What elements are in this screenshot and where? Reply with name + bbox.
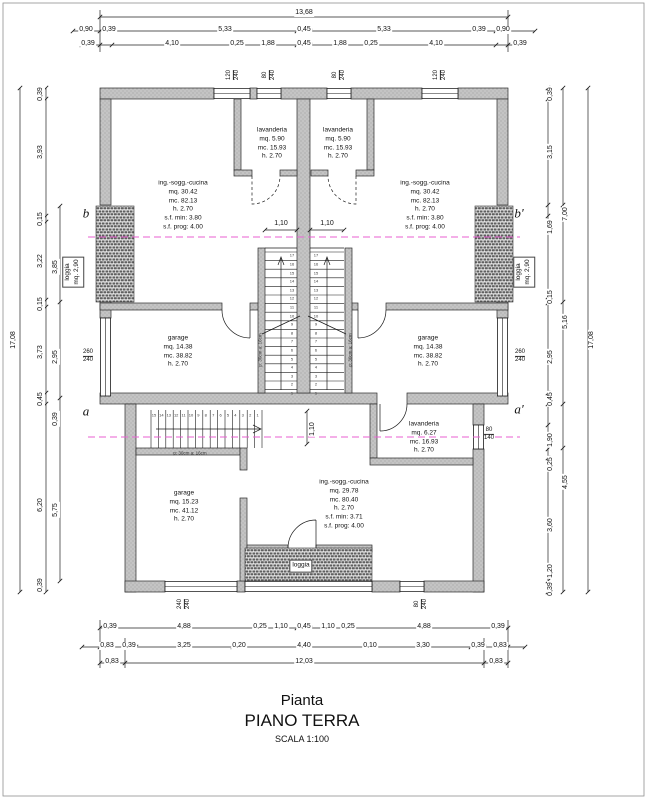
- door-arc-lavanderia-bottom: [379, 403, 408, 432]
- flight-right-arrow: [323, 256, 331, 266]
- scale-label: SCALA 1:100: [274, 734, 330, 744]
- loggia-left-railing: [95, 205, 135, 303]
- door-arc-soggiorno-bottom: [287, 519, 317, 549]
- section-lines: [88, 236, 520, 438]
- walls-layer: [99, 87, 509, 593]
- loggia-right-railing: [474, 205, 514, 303]
- flight-right-breakline: [307, 315, 347, 335]
- loggia-bottom-railing: [244, 547, 373, 582]
- flight-left-breakline: [261, 315, 301, 335]
- title-block: Pianta PIANO TERRA SCALA 1:100: [245, 692, 360, 744]
- bottom-run-arrow: [252, 424, 262, 434]
- plan-title: Pianta: [280, 692, 324, 709]
- door-arc-garage-right: [357, 309, 387, 339]
- floor-title: PIANO TERRA: [244, 711, 360, 730]
- door-arc-garage-left: [221, 309, 251, 339]
- doors-layer: [221, 175, 408, 549]
- door-arc-lavanderia-left: [251, 175, 281, 205]
- flight-left-arrow: [277, 256, 285, 266]
- door-arc-lavanderia-right: [327, 175, 357, 205]
- stairs-details: [156, 247, 347, 434]
